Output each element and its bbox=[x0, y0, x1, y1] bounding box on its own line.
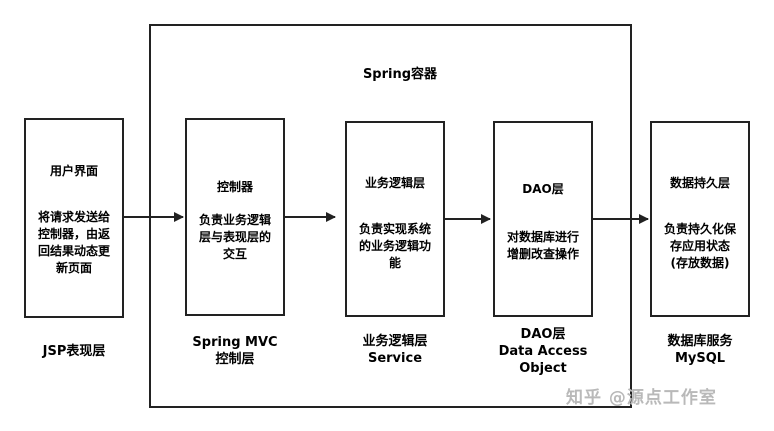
ui-layer-title: 用户界面 bbox=[49, 164, 98, 178]
persistence-caption: 数据库服务 MySQL bbox=[667, 334, 733, 366]
service-description: 负责实现系统 的业务逻辑功 能 bbox=[358, 222, 431, 270]
service-title: 业务逻辑层 bbox=[364, 176, 425, 190]
controller-description: 负责业务逻辑 层与表现层的 交互 bbox=[198, 213, 271, 261]
persistence-box bbox=[650, 121, 750, 317]
persistence-title: 数据持久层 bbox=[669, 176, 730, 190]
ui-layer-box bbox=[24, 118, 124, 318]
service-box bbox=[345, 121, 445, 317]
dao-title: DAO层 bbox=[522, 182, 564, 196]
spring-container-title: Spring容器 bbox=[362, 67, 438, 82]
controller-caption: Spring MVC 控制层 bbox=[192, 335, 278, 367]
service-caption: 业务逻辑层 Service bbox=[362, 334, 428, 366]
dao-description: 对数据库进行 增删改查操作 bbox=[506, 230, 579, 261]
dao-box bbox=[493, 121, 593, 317]
controller-title: 控制器 bbox=[216, 180, 253, 194]
ui-layer-description: 将请求发送给 控制器，由返 回结果动态更 新页面 bbox=[37, 210, 110, 275]
dao-caption: DAO层 Data Access Object bbox=[498, 327, 588, 376]
controller-box bbox=[185, 118, 285, 316]
persistence-description: 负责持久化保 存应用状态 (存放数据) bbox=[663, 222, 736, 270]
watermark: 知乎 @源点工作室 bbox=[566, 388, 717, 408]
ui-layer-caption: JSP表现层 bbox=[42, 344, 106, 359]
